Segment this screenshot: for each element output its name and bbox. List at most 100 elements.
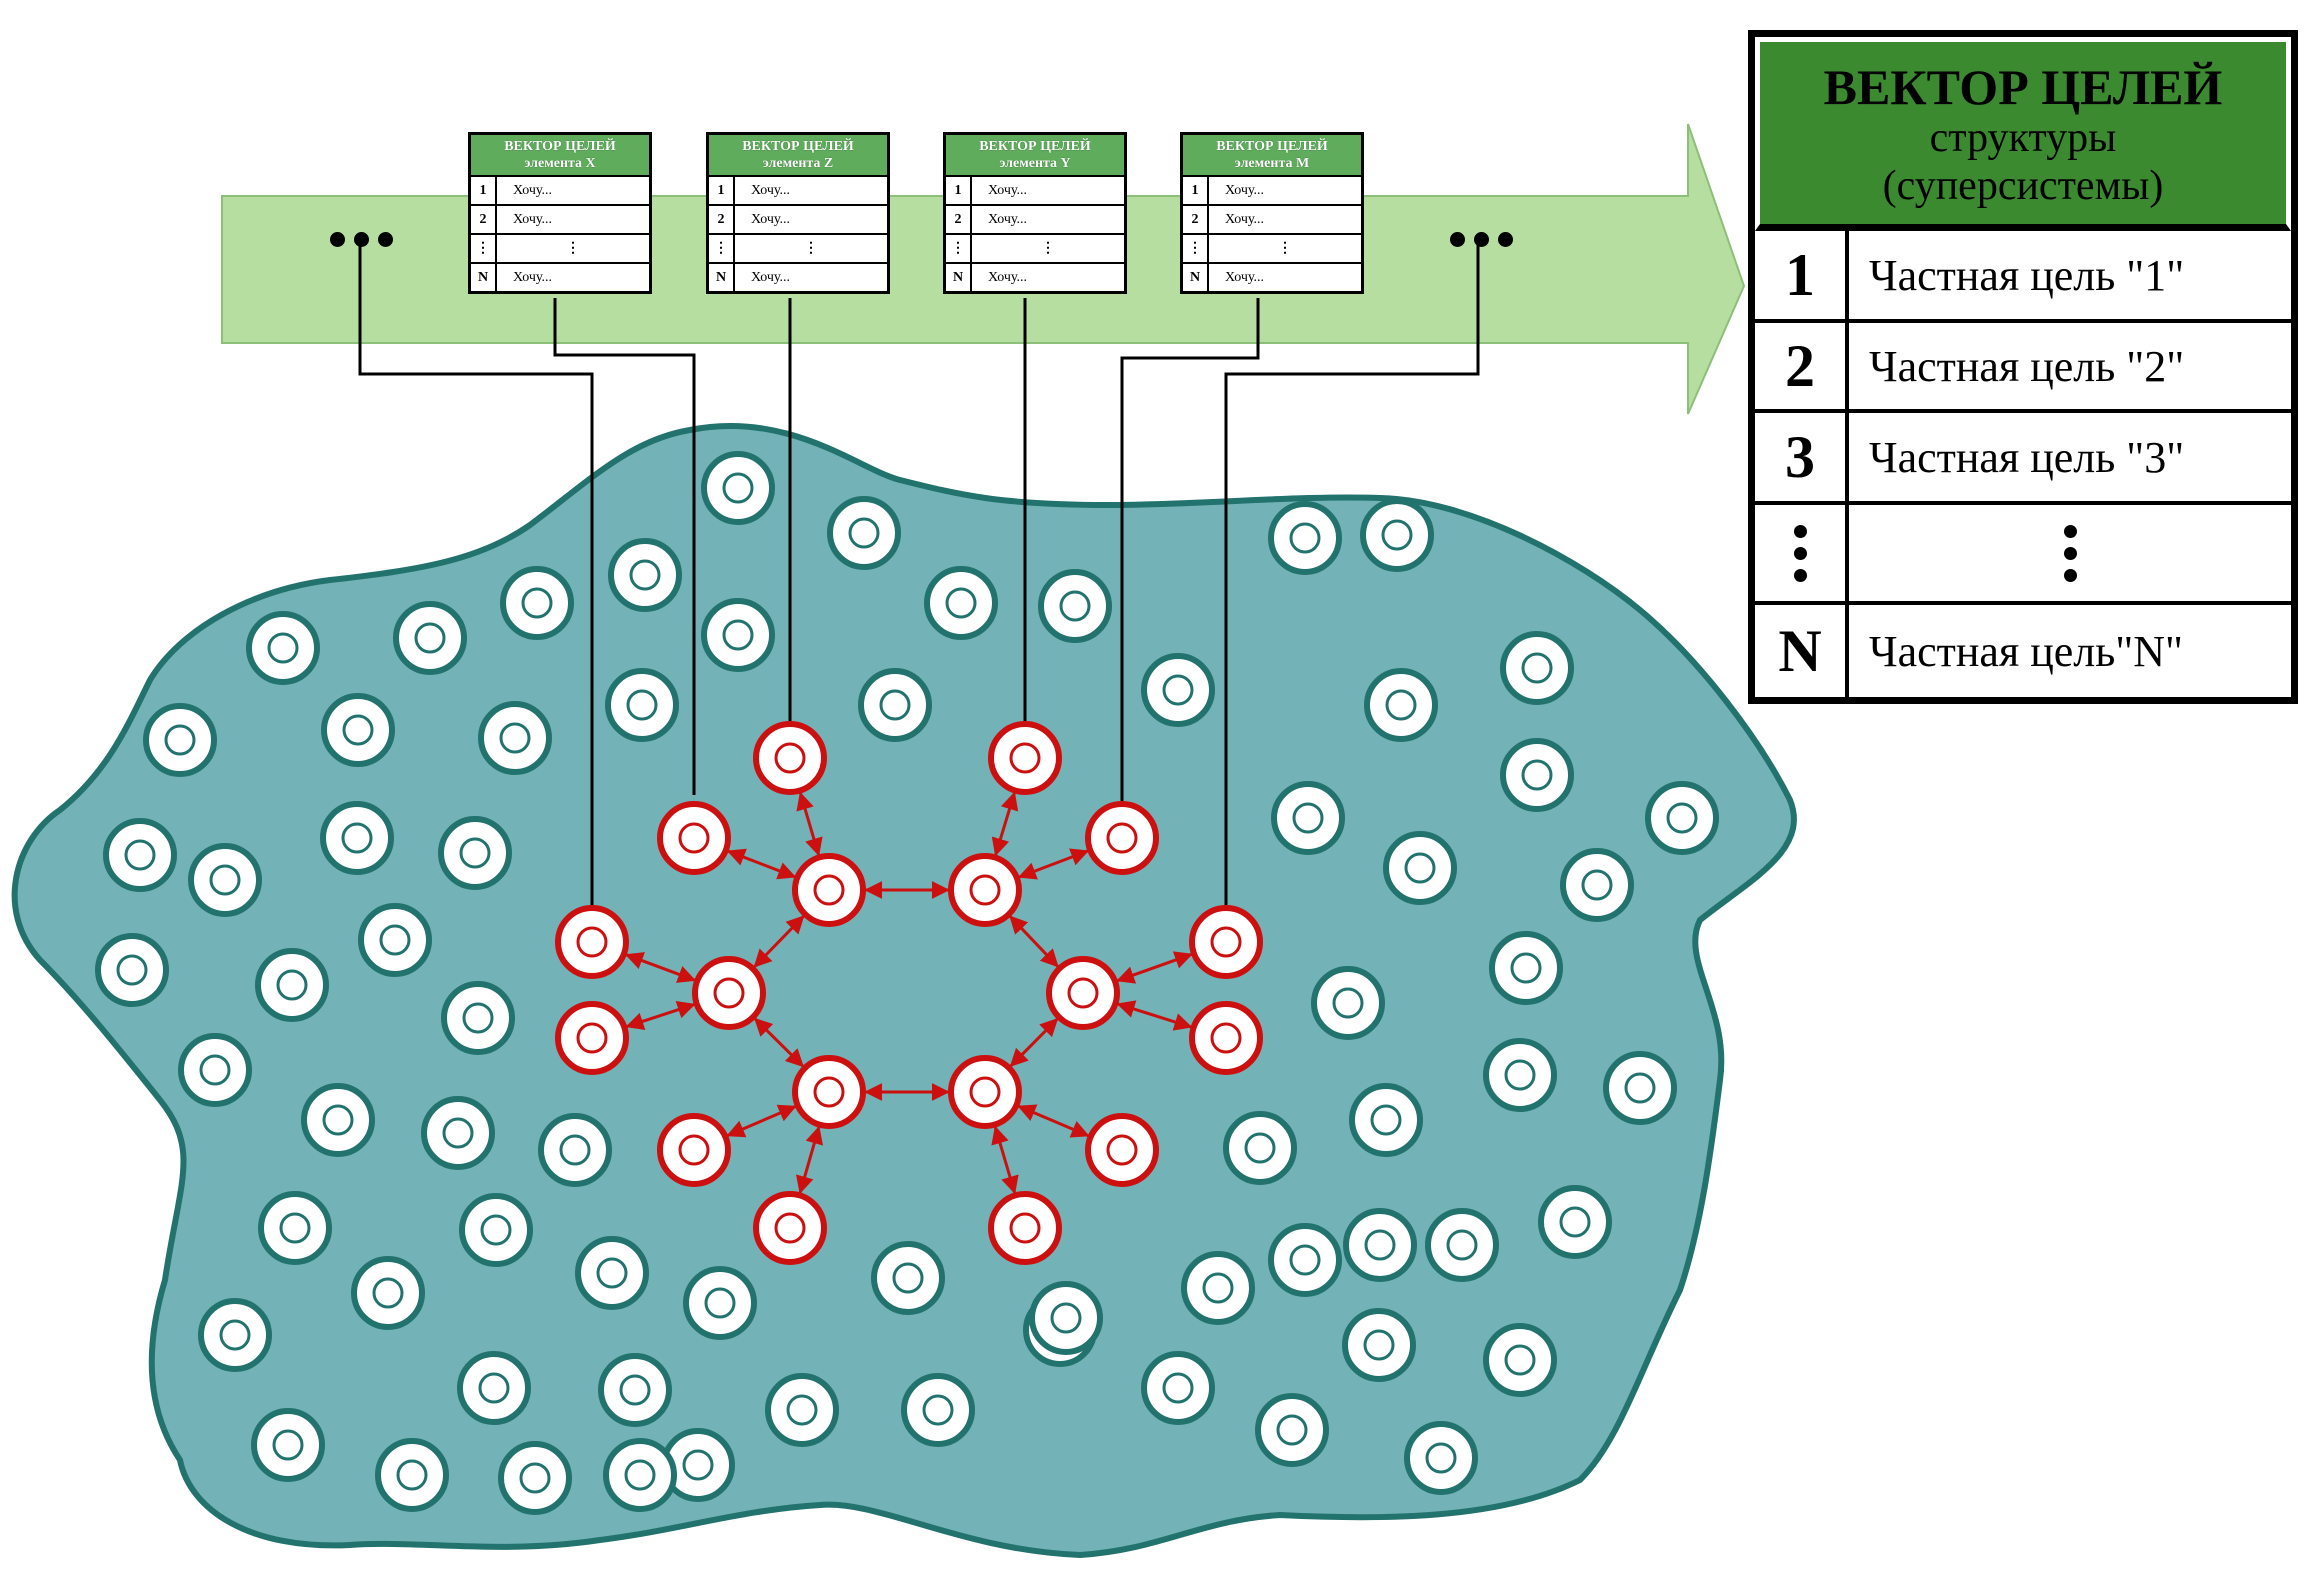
element-node [1500,738,1574,812]
element-node [255,948,329,1022]
element-node [538,1113,612,1187]
element-node [1483,1323,1557,1397]
row-text: Хочу... [1225,182,1265,198]
row-text: Хочу... [751,211,791,227]
vector-header: ВЕКТОР ЦЕЛЕЙ структуры (суперсистемы) [1755,37,2291,231]
row-number: N [946,264,972,291]
row-text: Хочу... [751,269,791,285]
element-node [143,703,217,777]
element-node [1271,781,1345,855]
element-node [1349,1083,1423,1157]
element-node [924,566,998,640]
row-text: ⋮ [1278,241,1292,256]
active-element-node [753,1191,827,1265]
element-table-header: ВЕКТОР ЦЕЛЕЙ элемента Y [946,135,1124,177]
element-node [1311,966,1385,1040]
row-number: ⋮ [946,235,972,262]
table-row: ⋮⋮ [471,235,649,264]
row-text: Хочу... [513,211,553,227]
vector-subtitle: (суперсистемы) [1882,163,2164,209]
element-node [1404,1421,1478,1495]
link-arrow [1017,1104,1090,1138]
element-table-title: ВЕКТОР ЦЕЛЕЙ [742,139,854,154]
row-text: Хочу... [988,182,1028,198]
row-text: Хочу... [513,269,553,285]
element-node [1342,1308,1416,1382]
element-node [1223,1111,1297,1185]
element-node [1343,1208,1417,1282]
row-number: ⋮ [709,235,735,262]
element-table-subtitle: элемента X [524,156,596,171]
vector-title: ВЕКТОР ЦЕЛЕЙ [1823,59,2223,115]
element-table-title: ВЕКТОР ЦЕЛЕЙ [504,139,616,154]
element-node [251,1408,325,1482]
row-text [1849,505,2291,601]
vertical-ellipsis-icon [2063,524,2077,582]
active-element-node [948,1055,1022,1129]
element-table-subtitle: элемента M [1234,156,1310,171]
element-table-subtitle: элемента Z [762,156,834,171]
element-node [603,1438,677,1512]
row-text: Частная цель "2" [1869,341,2185,391]
row-number: 2 [946,206,972,233]
element-node [1141,1351,1215,1425]
element-node [103,818,177,892]
active-element-node [1189,905,1263,979]
element-node [1489,931,1563,1005]
element-node [358,903,432,977]
vertical-ellipsis-icon [1793,524,1807,582]
table-row: 1 Хочу... [946,177,1124,206]
table-row: ⋮⋮ [1183,235,1361,264]
element-table-header: ВЕКТОР ЦЕЛЕЙ элемента X [471,135,649,177]
element-node [188,843,262,917]
element-node [575,1236,649,1310]
element-node [320,801,394,875]
system-blob [11,422,1797,1559]
row-number: 2 [1183,206,1209,233]
element-node [598,1353,672,1427]
element-node [478,701,552,775]
table-row: ⋮⋮ [709,235,887,264]
active-element-node [1046,956,1120,1030]
element-node [608,538,682,612]
row-text: ⋮ [566,241,580,256]
table-row: 1 Частная цель "1" [1755,231,2291,323]
element-node [393,601,467,675]
left-ellipsis [330,232,393,247]
element-node [1383,831,1457,905]
link-arrow [726,848,797,880]
active-element-node [657,1113,731,1187]
element-node [1181,1251,1255,1325]
element-table-header: ВЕКТОР ЦЕЛЕЙ элемента M [1183,135,1361,177]
row-text: Частная цель"N" [1869,626,2183,676]
element-table-title: ВЕКТОР ЦЕЛЕЙ [979,139,1091,154]
element-node [765,1373,839,1447]
element-node [441,981,515,1055]
connector-lines [358,236,1480,925]
row-text: Частная цель "1" [1869,250,2185,300]
right-ellipsis [1450,232,1513,247]
row-number: 1 [1755,231,1849,319]
row-number: 1 [946,177,972,204]
row-text: ⋮ [1041,241,1055,256]
active-element-node [948,853,1022,927]
link-arrow [796,1125,823,1195]
element-node [1500,631,1574,705]
active-element-node [1189,1001,1263,1075]
element-node [438,816,512,890]
row-number: 2 [471,206,497,233]
element-node [258,1191,332,1265]
element-node [198,1298,272,1372]
table-row: ⋮⋮ [946,235,1124,264]
link-arrow [1116,951,1193,984]
element-node [1029,1281,1103,1355]
element-node [1268,1223,1342,1297]
element-node [457,1351,531,1425]
row-number [1755,505,1849,601]
element-node [459,1193,533,1267]
